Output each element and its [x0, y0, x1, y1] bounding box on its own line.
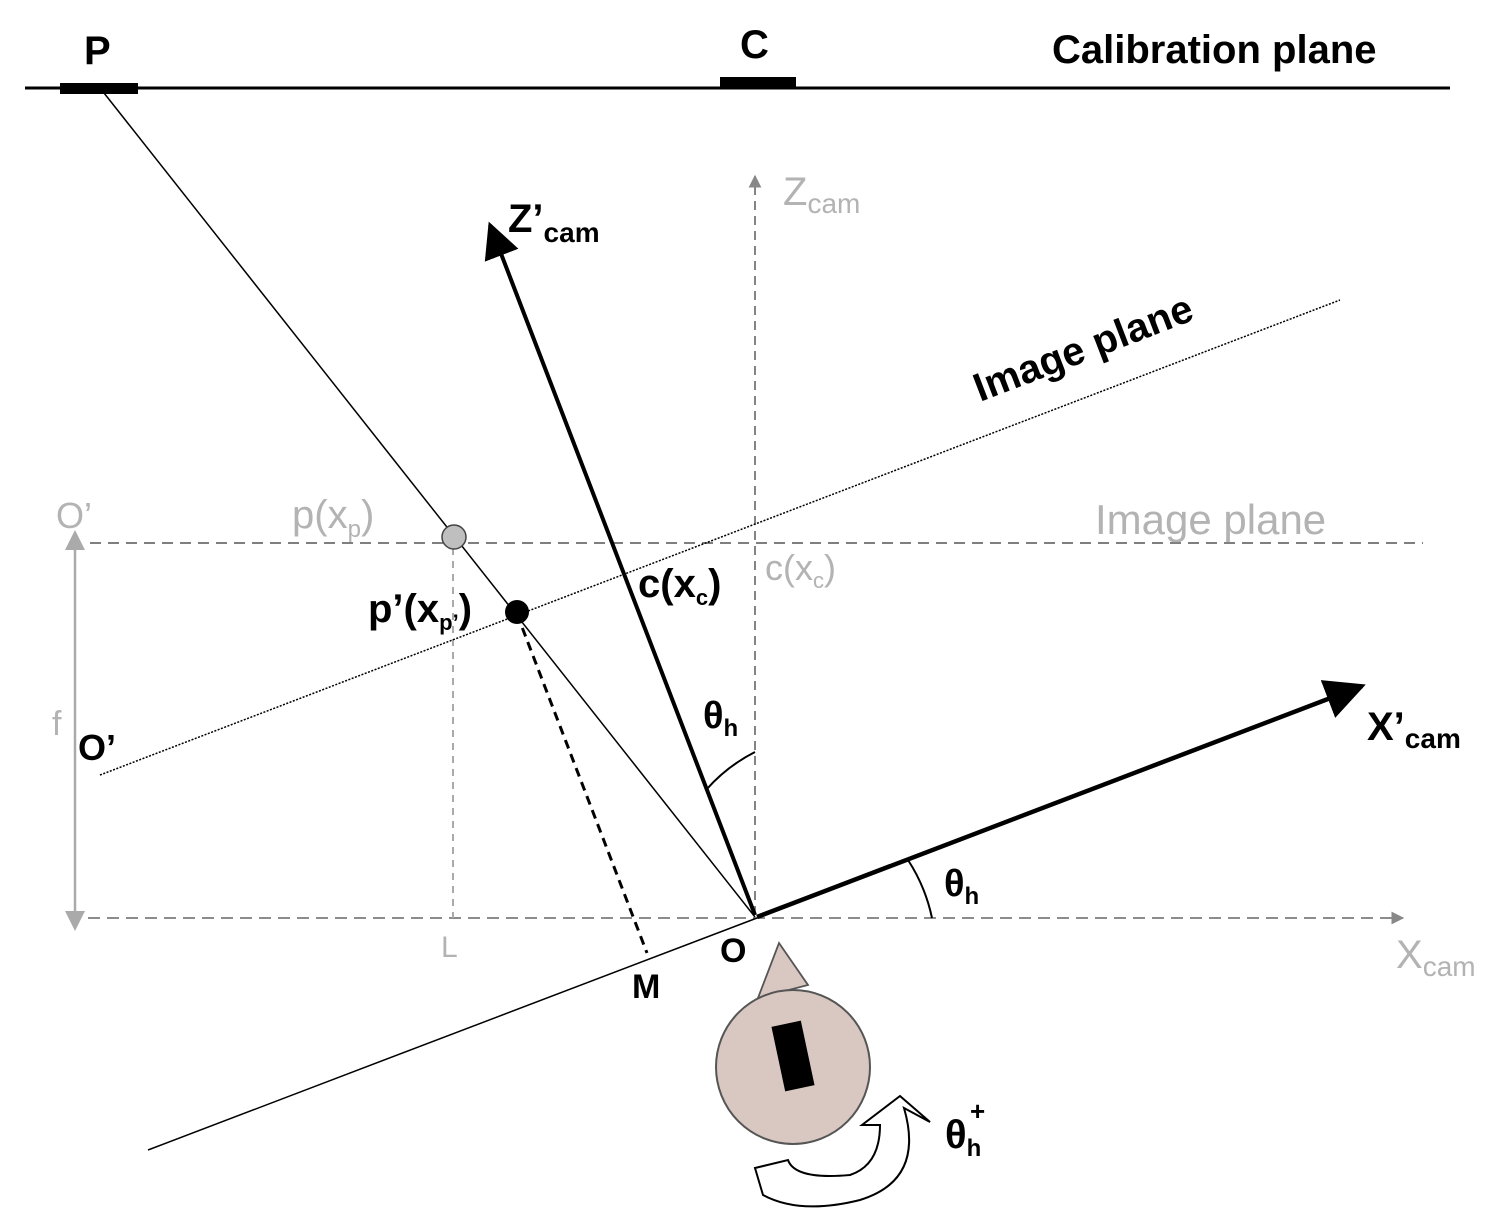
point-C-marker — [720, 77, 796, 89]
camera-sensor-rect — [771, 1020, 815, 1092]
theta-arc-upper — [705, 751, 756, 791]
label-image-plane-original: Image plane — [1095, 496, 1326, 543]
x-cam-prime-axis — [756, 680, 1366, 920]
label-P: P — [84, 29, 111, 73]
label-c-xc-gray: c(xc) — [765, 547, 836, 593]
point-p-prime-black — [505, 600, 529, 624]
rotated-baseline-line — [147, 917, 758, 1151]
label-x-cam: Xcam — [1396, 933, 1476, 982]
ray-P-to-O — [103, 92, 756, 918]
point-p-gray — [441, 524, 467, 550]
p-prime-to-M-dashed-line — [515, 613, 649, 954]
label-theta-lower: θh — [944, 863, 979, 910]
label-theta-plus: θh — [945, 1113, 981, 1162]
label-p-xp: p(xp) — [292, 493, 374, 543]
rotation-direction-arrow — [753, 1094, 931, 1208]
label-calibration-plane: Calibration plane — [1052, 28, 1377, 72]
label-z-cam: Zcam — [783, 170, 860, 219]
z-cam-prime-axis — [484, 221, 757, 916]
label-p-prime: p’(xp’) — [368, 587, 472, 635]
label-o-prime-black: O’ — [78, 727, 116, 768]
label-theta-upper: θh — [703, 695, 738, 742]
label-f: f — [52, 705, 62, 743]
point-P-marker — [60, 83, 138, 94]
label-C: C — [740, 23, 769, 67]
label-theta-plus-sup: + — [970, 1096, 985, 1126]
label-O: O — [720, 932, 746, 970]
rotated-image-plane-line — [99, 299, 1341, 776]
theta-arc-lower — [907, 859, 933, 919]
label-image-plane-rotated: Image plane — [967, 286, 1199, 410]
label-M: M — [632, 968, 660, 1006]
label-o-prime-gray: O’ — [56, 495, 92, 536]
label-c-xc-black: c(xc) — [638, 562, 721, 610]
label-z-cam-prime: Z’cam — [508, 197, 600, 248]
label-x-cam-prime: X’cam — [1367, 705, 1461, 754]
label-L: L — [441, 931, 458, 964]
